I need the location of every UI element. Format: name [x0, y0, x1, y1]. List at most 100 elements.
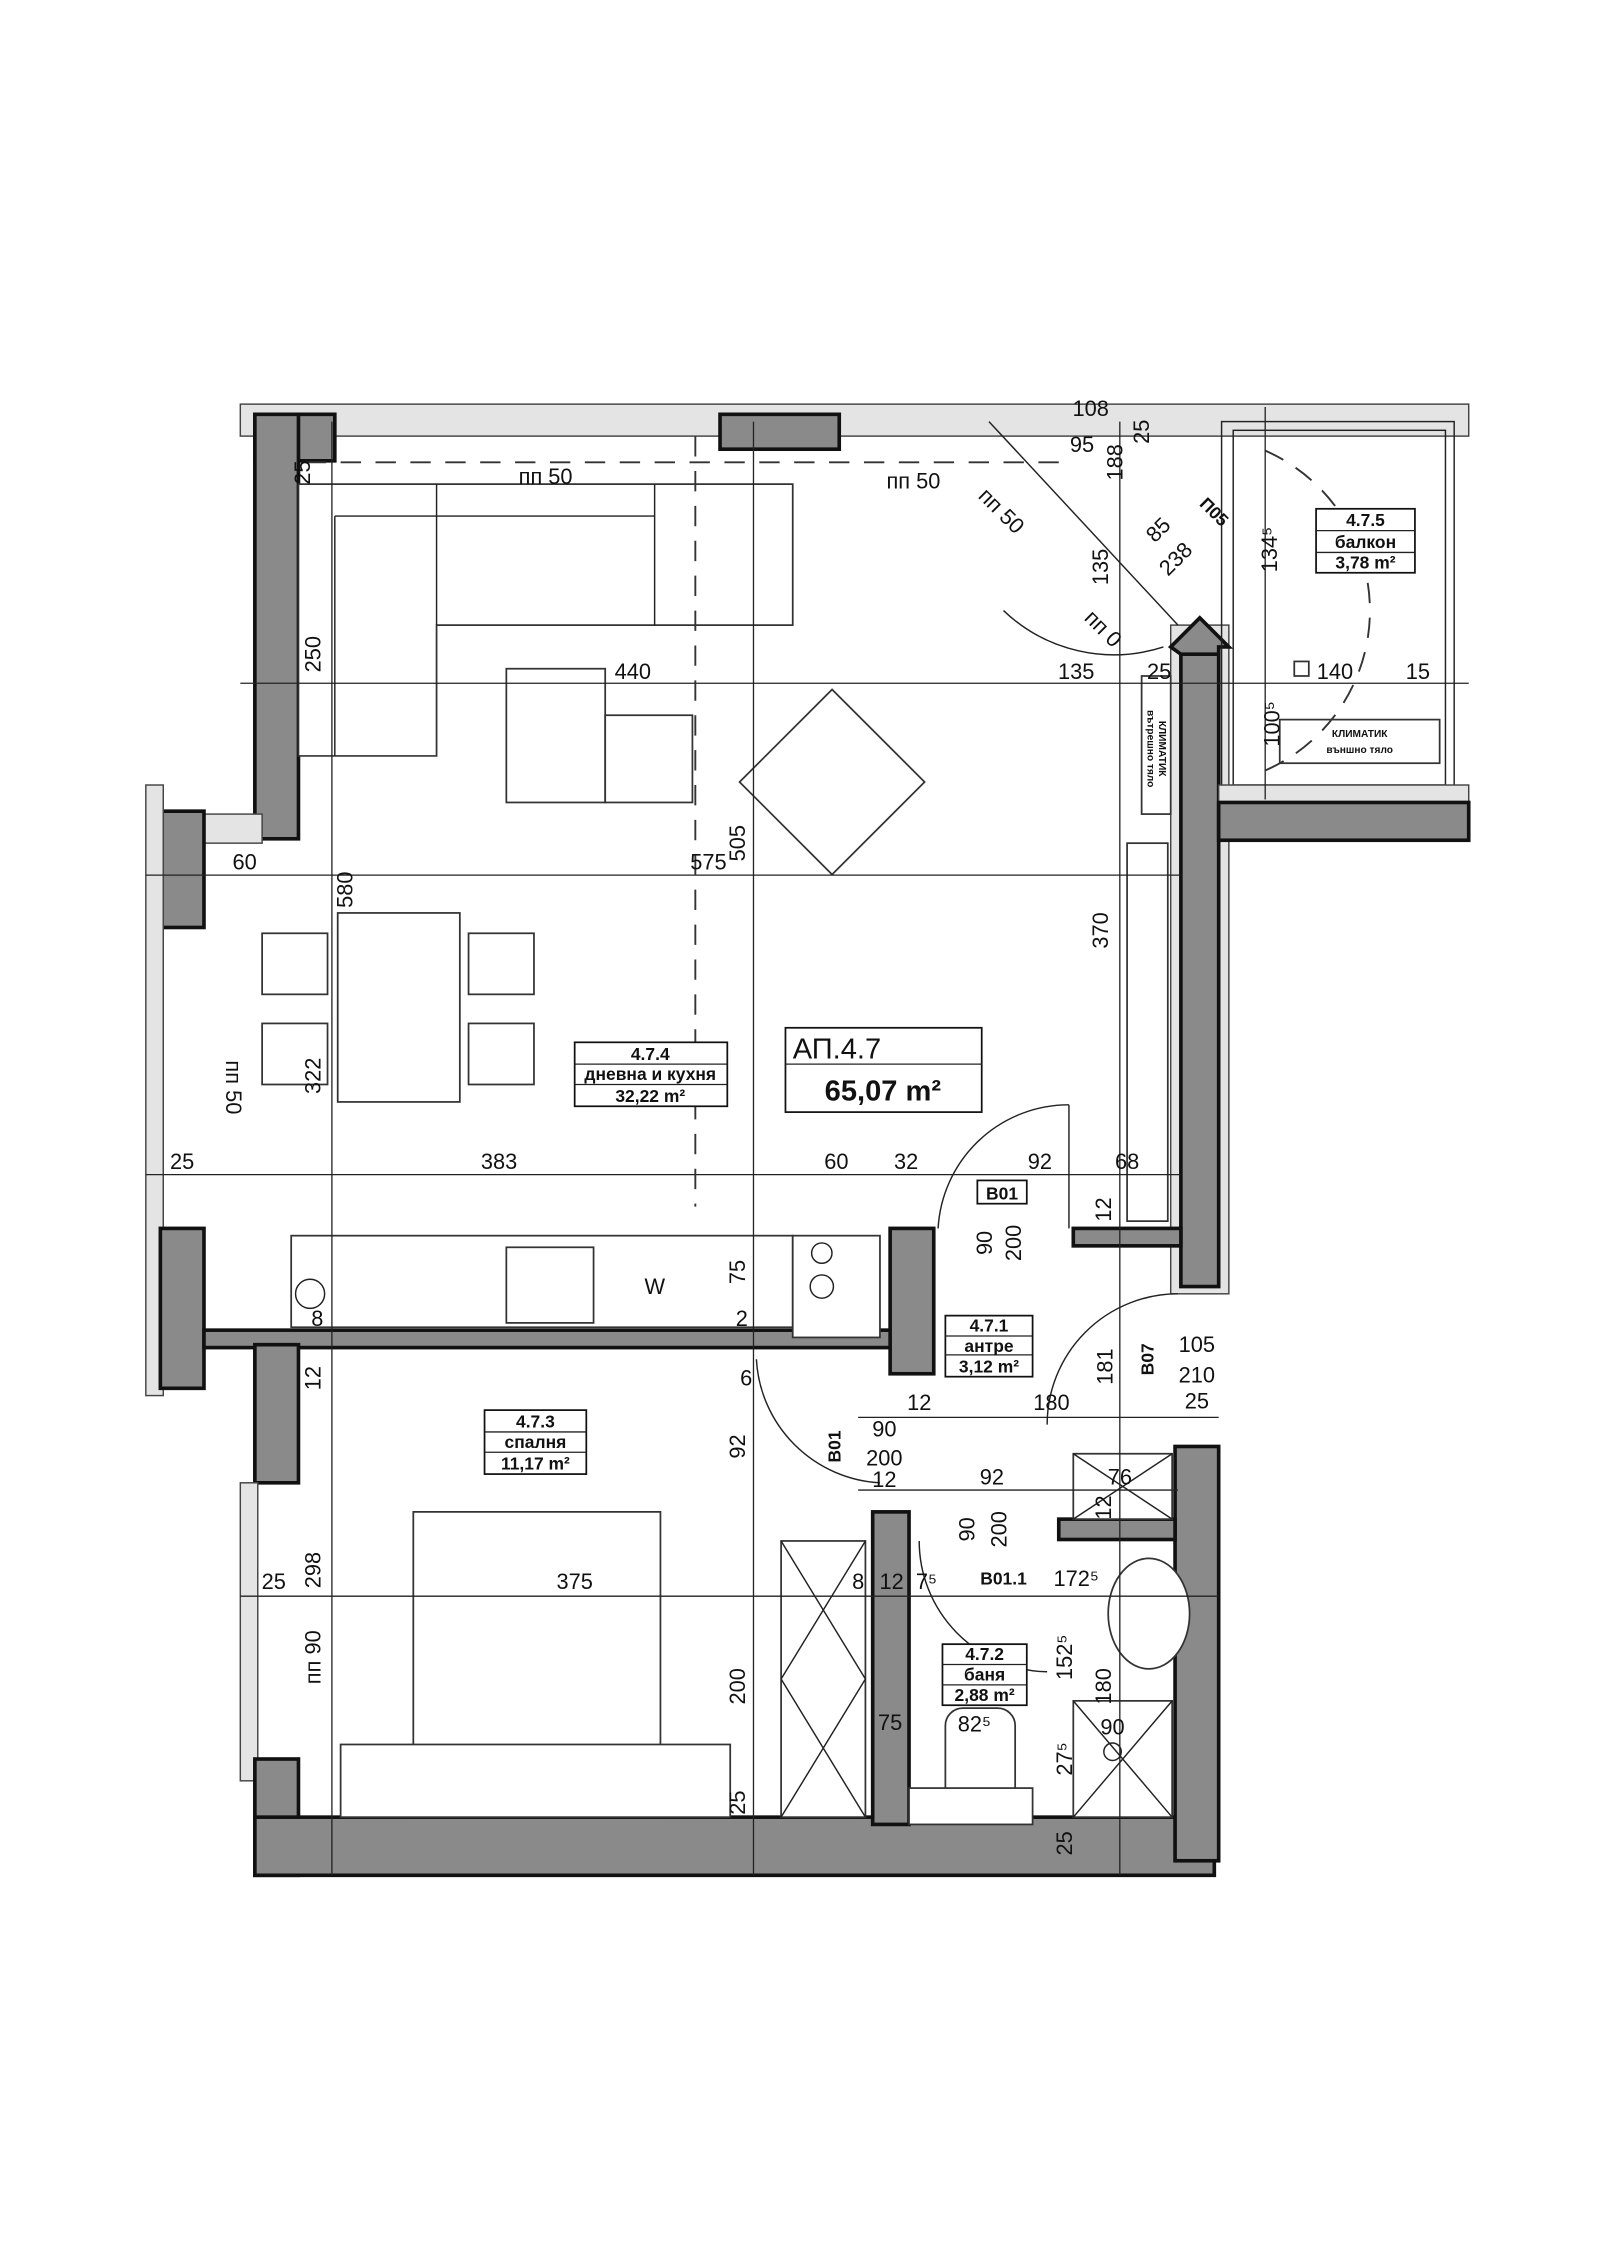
dimension-label: пп 50	[974, 483, 1030, 539]
dimension-label: 76	[1108, 1464, 1132, 1489]
room-name: балкон	[1335, 532, 1396, 552]
dimension-label: 383	[481, 1149, 517, 1174]
dimension-label: 90	[954, 1517, 979, 1541]
dimension-label: 172⁵	[1054, 1566, 1099, 1591]
room-label-balcony: 4.7.5 балкон 3,78 m²	[1315, 507, 1416, 574]
dimension-label: 580	[332, 871, 357, 907]
dimension-label: 95	[1070, 432, 1094, 457]
dimension-label: 25	[1185, 1389, 1209, 1414]
dimension-label: 105	[1179, 1332, 1215, 1357]
dimension-label: 12	[879, 1569, 903, 1594]
room-area: 3,78 m²	[1335, 552, 1395, 572]
dimension-label: 108	[1073, 396, 1109, 421]
door-label-b01-1: B01.1	[980, 1569, 1027, 1589]
dimension-label: 32	[894, 1149, 918, 1174]
apartment-code: АП.4.7	[793, 1033, 881, 1065]
dimension-label: 575	[690, 849, 726, 874]
room-id: 4.7.3	[516, 1412, 555, 1432]
dimension-label: 188	[1103, 444, 1128, 480]
window-label-p05: П05	[1196, 493, 1233, 530]
dimension-label: пп 50	[221, 1060, 246, 1114]
dimension-label: 210	[1179, 1362, 1215, 1387]
dimension-label: 90	[972, 1231, 997, 1255]
dimension-label: 200	[1001, 1225, 1026, 1261]
dimension-label: 140	[1317, 659, 1353, 684]
room-label-bedroom: 4.7.3 спалня 11,17 m²	[483, 1409, 588, 1475]
room-area: 2,88 m²	[955, 1685, 1015, 1705]
apartment-label: АП.4.7 65,07 m²	[784, 1026, 983, 1113]
room-area: 32,22 m²	[615, 1086, 685, 1106]
dimension-label: 7⁵	[916, 1569, 937, 1594]
apartment-area: 65,07 m²	[825, 1075, 942, 1107]
dimension-label: 440	[615, 659, 651, 684]
dimension-label: 250	[300, 636, 325, 672]
dimension-label: 27⁵	[1052, 1742, 1077, 1775]
room-name: дневна и кухня	[584, 1064, 716, 1084]
ac-outdoor-label: КЛИМАТИК	[1332, 729, 1388, 740]
room-label-hall: 4.7.1 антре 3,12 m²	[944, 1314, 1034, 1378]
dimension-label: 85	[1141, 512, 1176, 547]
dimension-label: 75	[725, 1260, 750, 1284]
dimension-label: 6	[740, 1365, 752, 1390]
dimension-label: 92	[1028, 1149, 1052, 1174]
dimension-label: 12	[300, 1366, 325, 1390]
room-name: антре	[964, 1336, 1013, 1356]
dimension-label: 135	[1058, 659, 1094, 684]
dimension-label: 180	[1033, 1390, 1069, 1415]
dimension-label: 25	[1147, 659, 1171, 684]
dimension-label: 25	[1129, 420, 1154, 444]
dimension-label: 298	[300, 1552, 325, 1588]
dimension-label: 90	[872, 1416, 896, 1441]
ac-outdoor-sublabel: външно тяло	[1326, 745, 1393, 756]
room-name: спалня	[505, 1432, 567, 1452]
dimension-label: 375	[556, 1569, 592, 1594]
room-label-bathroom: 4.7.2 баня 2,88 m²	[941, 1643, 1028, 1707]
dimension-label: 180	[1091, 1668, 1116, 1704]
door-label-b01: B01	[986, 1183, 1018, 1203]
ac-indoor-label: КЛИМАТИК	[1156, 721, 1167, 777]
dimension-label: 25	[170, 1149, 194, 1174]
dimension-label: 12	[1091, 1495, 1116, 1519]
dimension-label: 75	[878, 1710, 902, 1735]
dimension-label: 82⁵	[958, 1711, 991, 1736]
dimension-label: 12	[1091, 1197, 1116, 1221]
dimension-label: 68	[1115, 1149, 1139, 1174]
room-id: 4.7.4	[631, 1044, 670, 1064]
dimension-label: 200	[986, 1511, 1011, 1547]
dimension-label: 100⁵	[1260, 701, 1285, 746]
dimension-label: 200	[725, 1668, 750, 1704]
dimension-label: пп 90	[300, 1630, 325, 1684]
dimension-label: 12	[872, 1467, 896, 1492]
room-id: 4.7.1	[970, 1316, 1009, 1336]
dimension-label: 92	[725, 1434, 750, 1458]
dimension-label: 12	[907, 1390, 931, 1415]
ac-indoor-sublabel: вътрешно тяло	[1144, 710, 1155, 787]
dimension-label: 200	[866, 1445, 902, 1470]
dimension-label: 25	[725, 1790, 750, 1814]
washer-label: W	[644, 1274, 665, 1299]
dimension-label: 25	[262, 1569, 286, 1594]
furniture	[261, 483, 1441, 1826]
dimension-label: 25	[290, 460, 315, 484]
room-area: 11,17 m²	[501, 1454, 570, 1474]
dimension-label: 15	[1406, 659, 1430, 684]
dimension-label: 25	[1052, 1831, 1077, 1855]
dimension-label: 134⁵	[1257, 527, 1282, 572]
room-id: 4.7.2	[965, 1644, 1004, 1664]
dimension-label: 322	[300, 1058, 325, 1094]
room-area: 3,12 m²	[959, 1356, 1019, 1376]
room-name: баня	[964, 1665, 1005, 1685]
dimension-label: 135	[1088, 549, 1113, 585]
dimension-label: 181	[1093, 1348, 1118, 1384]
dimension-label: 370	[1088, 912, 1113, 948]
door-label-b01-bedroom: B01	[825, 1430, 845, 1462]
dimension-label: 90	[1100, 1714, 1124, 1739]
dimension-label: 152⁵	[1052, 1635, 1077, 1680]
dimension-label: 2	[736, 1306, 748, 1331]
room-id: 4.7.5	[1346, 510, 1385, 530]
dimension-label: 8	[311, 1306, 323, 1331]
dimension-label: пп 50	[886, 468, 940, 493]
dimension-label: 60	[233, 849, 257, 874]
dimension-label: 8	[852, 1569, 864, 1594]
